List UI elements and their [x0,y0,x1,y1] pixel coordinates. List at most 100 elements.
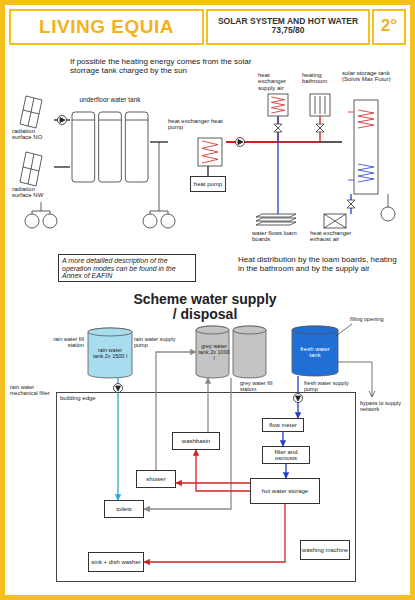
note-text: Heat distribution by the loam boards, he… [238,256,400,274]
symbol-part [43,214,57,228]
shape-part [28,98,34,126]
shape-part [196,326,229,378]
shape-part [310,94,330,116]
shape-part [358,110,374,128]
node-text: heat exchanger exhaust air [310,230,360,243]
part-label: rain water fill station [38,336,84,348]
note-box: A more detailled description of the oper… [58,254,196,282]
shape-part [256,218,296,221]
node-text: heat exchanger supply air [258,72,298,91]
water-tank: rain water tank 2x 1500 l [88,328,132,378]
symbol-part [347,200,355,208]
shape-outline [70,96,150,182]
pipe-connector [277,116,278,214]
symbol-part [150,211,168,212]
shape-part [20,152,42,186]
node-text: underfloor water tank [70,96,150,103]
symbol-part [50,211,51,214]
node-text: sink + dish washer [91,559,141,565]
fixture-box: shower [136,470,176,488]
pipe-connector [350,194,351,214]
symbol-part [388,194,389,207]
pipe-connector [297,376,298,418]
node-text: toilets [116,506,132,512]
node-text: solar storage tank (Solvis Max Futur) [342,70,398,83]
shape-part [324,214,346,228]
shape-part [348,112,354,113]
building-outline: building edgewashbasinshowertoiletsfilte… [56,392,356,582]
shape-part [196,326,229,334]
shape-part [315,96,316,114]
symbol-part [274,124,282,132]
text-block: fresh water tank [295,346,335,359]
shape-part [99,120,122,121]
text-block: hot water storage [251,479,319,503]
pipe-connector [54,119,70,120]
text-block: heat exchanger exhaust air [310,230,360,243]
shape-part [125,120,148,121]
symbol-part [150,211,151,214]
symbol-part [32,211,50,212]
shape-part [292,326,338,376]
shape-part [271,97,284,113]
text-block: SOLAR SYSTEM AND HOT WATER73,75/80 [208,17,368,35]
shape-part [348,100,378,194]
header-cell: 2° [372,9,406,45]
pipe-connector [282,432,283,446]
shape-part [320,96,321,114]
text-block: radiation surface NO [12,128,54,141]
symbol-part [25,214,39,228]
node-text: heat exchanger heat pump [168,118,226,131]
symbol-part [369,391,375,397]
symbol-part [168,211,169,214]
shape-part [268,94,288,116]
fixture-box: sink + dish washer [88,552,144,572]
node-text: water flows loam boards [252,230,302,243]
shape-part [348,180,354,181]
shape-part [72,112,148,182]
text-block: washing machine [301,541,349,559]
text-block: 2° [374,17,404,35]
symbol-part [381,207,395,221]
component-box: filter and osmosis [262,446,310,464]
text-block: building edge [60,395,120,401]
water-tank: grey water tank 2x 1000 l [196,326,266,378]
text-block: grey water tank 2x 1000 l [198,344,230,362]
shape-part [233,326,266,334]
heat-pump: heat pump [190,176,226,192]
node-text: A more detailled description of the oper… [62,257,194,280]
component-box: hot water storage [250,478,320,504]
node-text: grey water tank 2x 1000 l [198,344,230,362]
shape-part [198,138,222,166]
shape-part [198,138,222,166]
symbol-part [294,394,303,403]
pipe-connector [144,504,285,562]
node-text: radiation surface NO [12,128,54,141]
shape-part [324,214,346,228]
leader-line [336,324,375,397]
solar-collector: radiation surface NW [12,152,54,202]
symbol-part [336,324,352,336]
pipe-connector [226,116,320,142]
text-block: heat exchanger heat pump [168,118,226,131]
shape-part [256,214,296,217]
part-label: grey water fill station [240,380,290,392]
shape-part [354,100,378,194]
shape-part [324,214,346,228]
node-text: heating bathroom [302,72,338,85]
text-block: heat exchanger supply air [258,72,298,91]
pipe-connector [117,378,118,500]
shape-part [88,328,132,378]
water-tank: fresh water tank [292,326,338,376]
symbol-part [60,118,65,123]
shape-part [268,94,288,116]
pipe-connector [176,482,250,483]
node-text: shower [146,476,165,482]
storage-tank: solar storage tank (Solvis Max Futur) [342,70,398,194]
heat-exchanger: heat exchanger supply air [258,72,298,116]
header-cell: LIVING EQUIA [9,9,204,45]
text-block: solar storage tank (Solvis Max Futur) [342,70,398,83]
node-text: rain water tank 2x 1500 l [92,348,128,360]
pipe-connector [144,378,231,509]
node-text: radiation surface NW [12,186,54,199]
